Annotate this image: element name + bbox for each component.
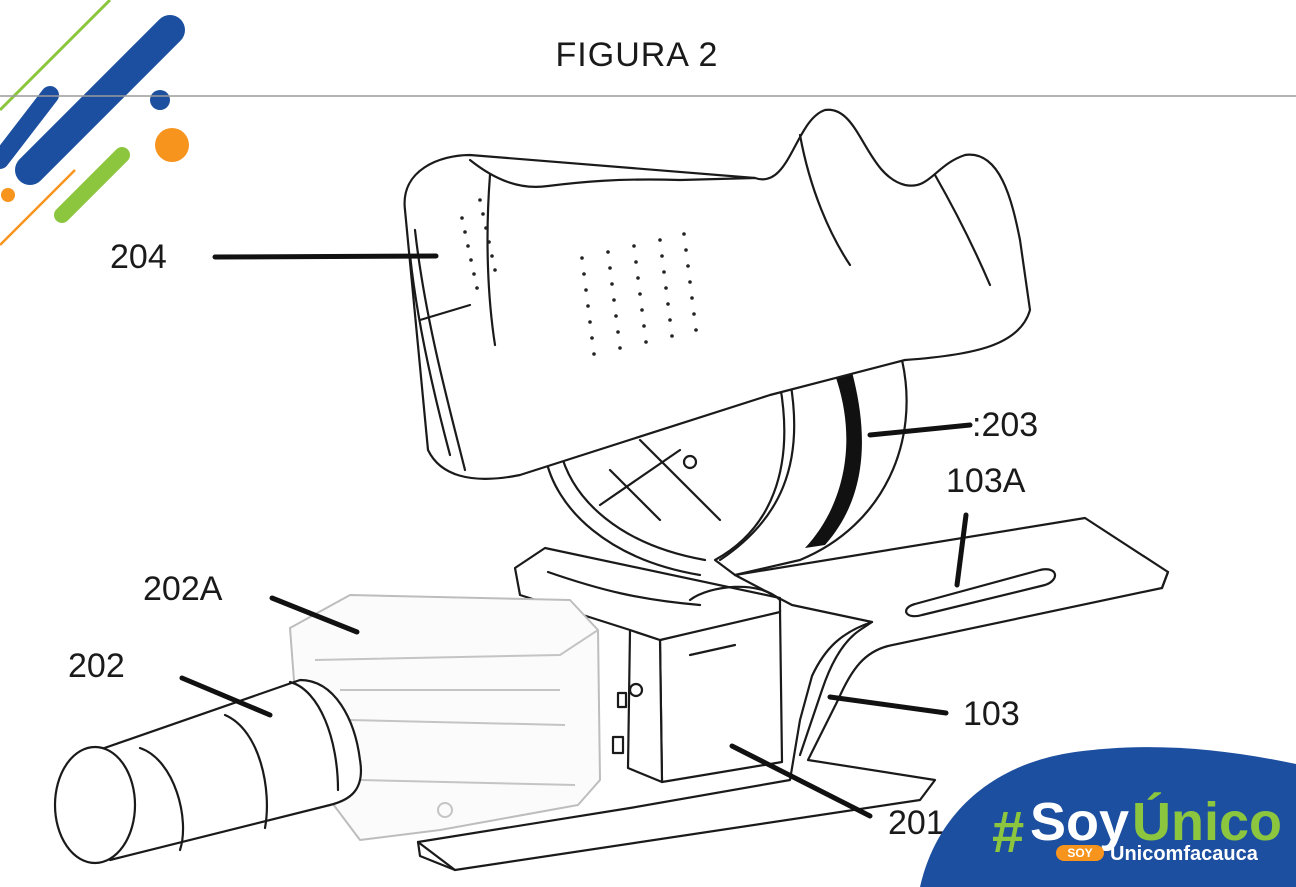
label-203: :203 <box>972 406 1038 444</box>
label-204: 204 <box>110 238 167 276</box>
cradle-204 <box>403 108 1032 480</box>
lens-202 <box>53 678 363 865</box>
label-201: 201 <box>888 804 945 842</box>
ring-203 <box>543 336 908 577</box>
brand-pill-text: SOY <box>1067 846 1092 860</box>
hashtag-glyph: # <box>992 800 1024 865</box>
label-202a: 202A <box>143 570 223 608</box>
label-202: 202 <box>68 647 125 685</box>
brand-pill <box>1056 845 1104 861</box>
housing-201 <box>513 546 784 784</box>
label-103: 103 <box>963 695 1020 733</box>
label-103a: 103A <box>946 462 1026 500</box>
motor-202a <box>289 594 601 841</box>
base-plate-103 <box>416 516 1170 872</box>
brand-institution: Unicomfacauca <box>1110 843 1259 865</box>
brand-soy: Soy <box>1030 792 1129 852</box>
figure-title: FIGURA 2 <box>556 36 719 74</box>
brand-unico: Único <box>1132 792 1282 852</box>
leader-lines <box>179 253 973 819</box>
brand-badge: # Soy Único SOY Unicomfacauca <box>920 747 1296 887</box>
corner-decoration <box>0 0 189 246</box>
